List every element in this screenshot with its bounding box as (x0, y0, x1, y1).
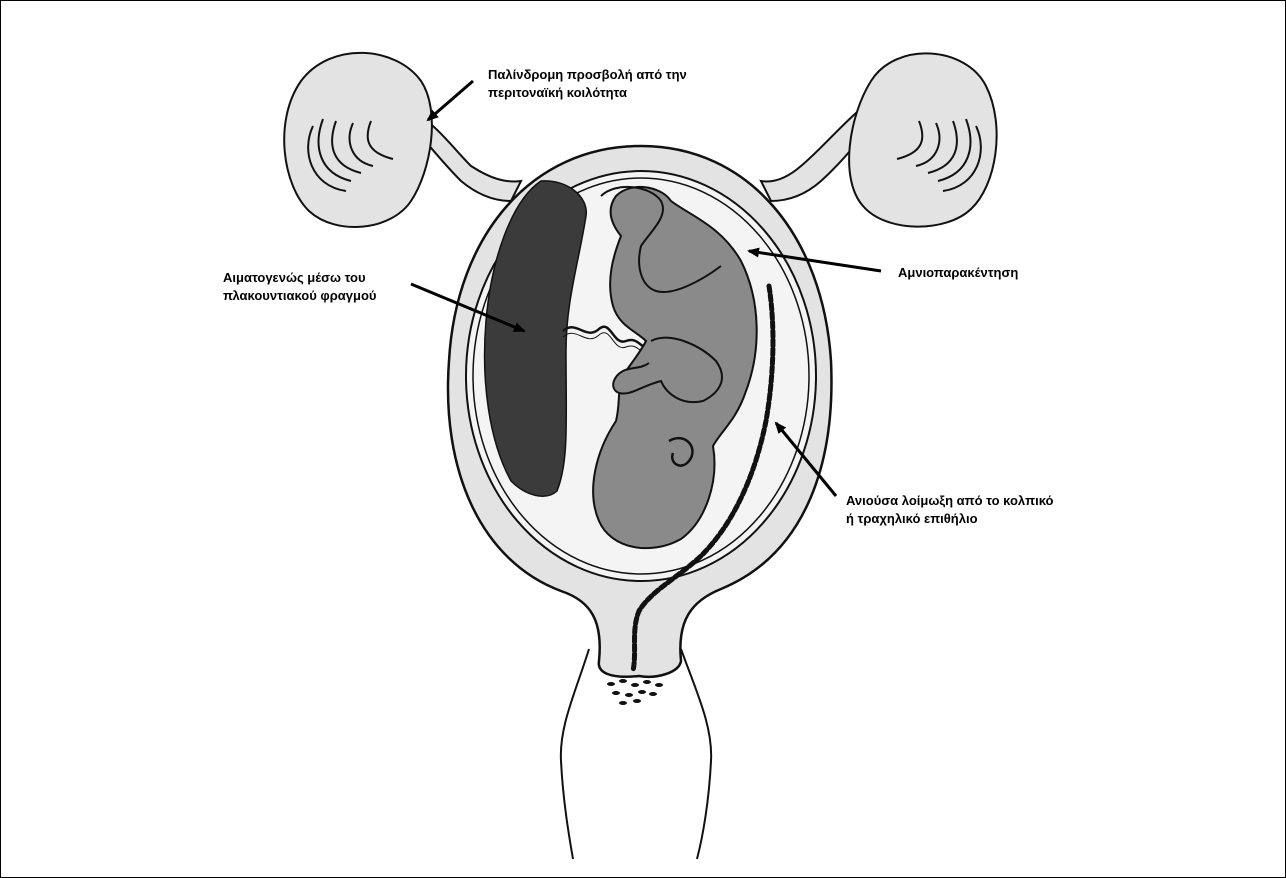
label-ascending-line2: ή τραχηλικό επιθήλιο (846, 510, 1053, 528)
label-hematogenous-infection: Αιματογενώς μέσω του πλακουντιακού φραγμ… (223, 269, 376, 305)
label-ascending-line1: Ανιούσα λοίμωξη από το κολπικό (846, 492, 1053, 510)
left-ovary (284, 53, 432, 227)
label-hematogenous-line2: πλακουντιακού φραγμού (223, 287, 376, 305)
vaginal-canal (561, 649, 589, 859)
label-ascending-infection: Ανιούσα λοίμωξη από το κολπικό ή τραχηλι… (846, 492, 1053, 528)
label-retrograde-line2: περιτοναϊκή κοιλότητα (488, 84, 687, 102)
retrograde-arrow (428, 81, 473, 120)
label-amniocentesis: Αμνιοπαρακέντηση (898, 264, 1018, 282)
cervical-bacteria (607, 679, 663, 705)
label-amniocentesis-line1: Αμνιοπαρακέντηση (898, 264, 1018, 282)
label-retrograde-line1: Παλίνδρομη προσβολή από την (488, 66, 687, 84)
label-retrograde-infection: Παλίνδρομη προσβολή από την περιτοναϊκή … (488, 66, 687, 102)
label-hematogenous-line1: Αιματογενώς μέσω του (223, 269, 376, 287)
